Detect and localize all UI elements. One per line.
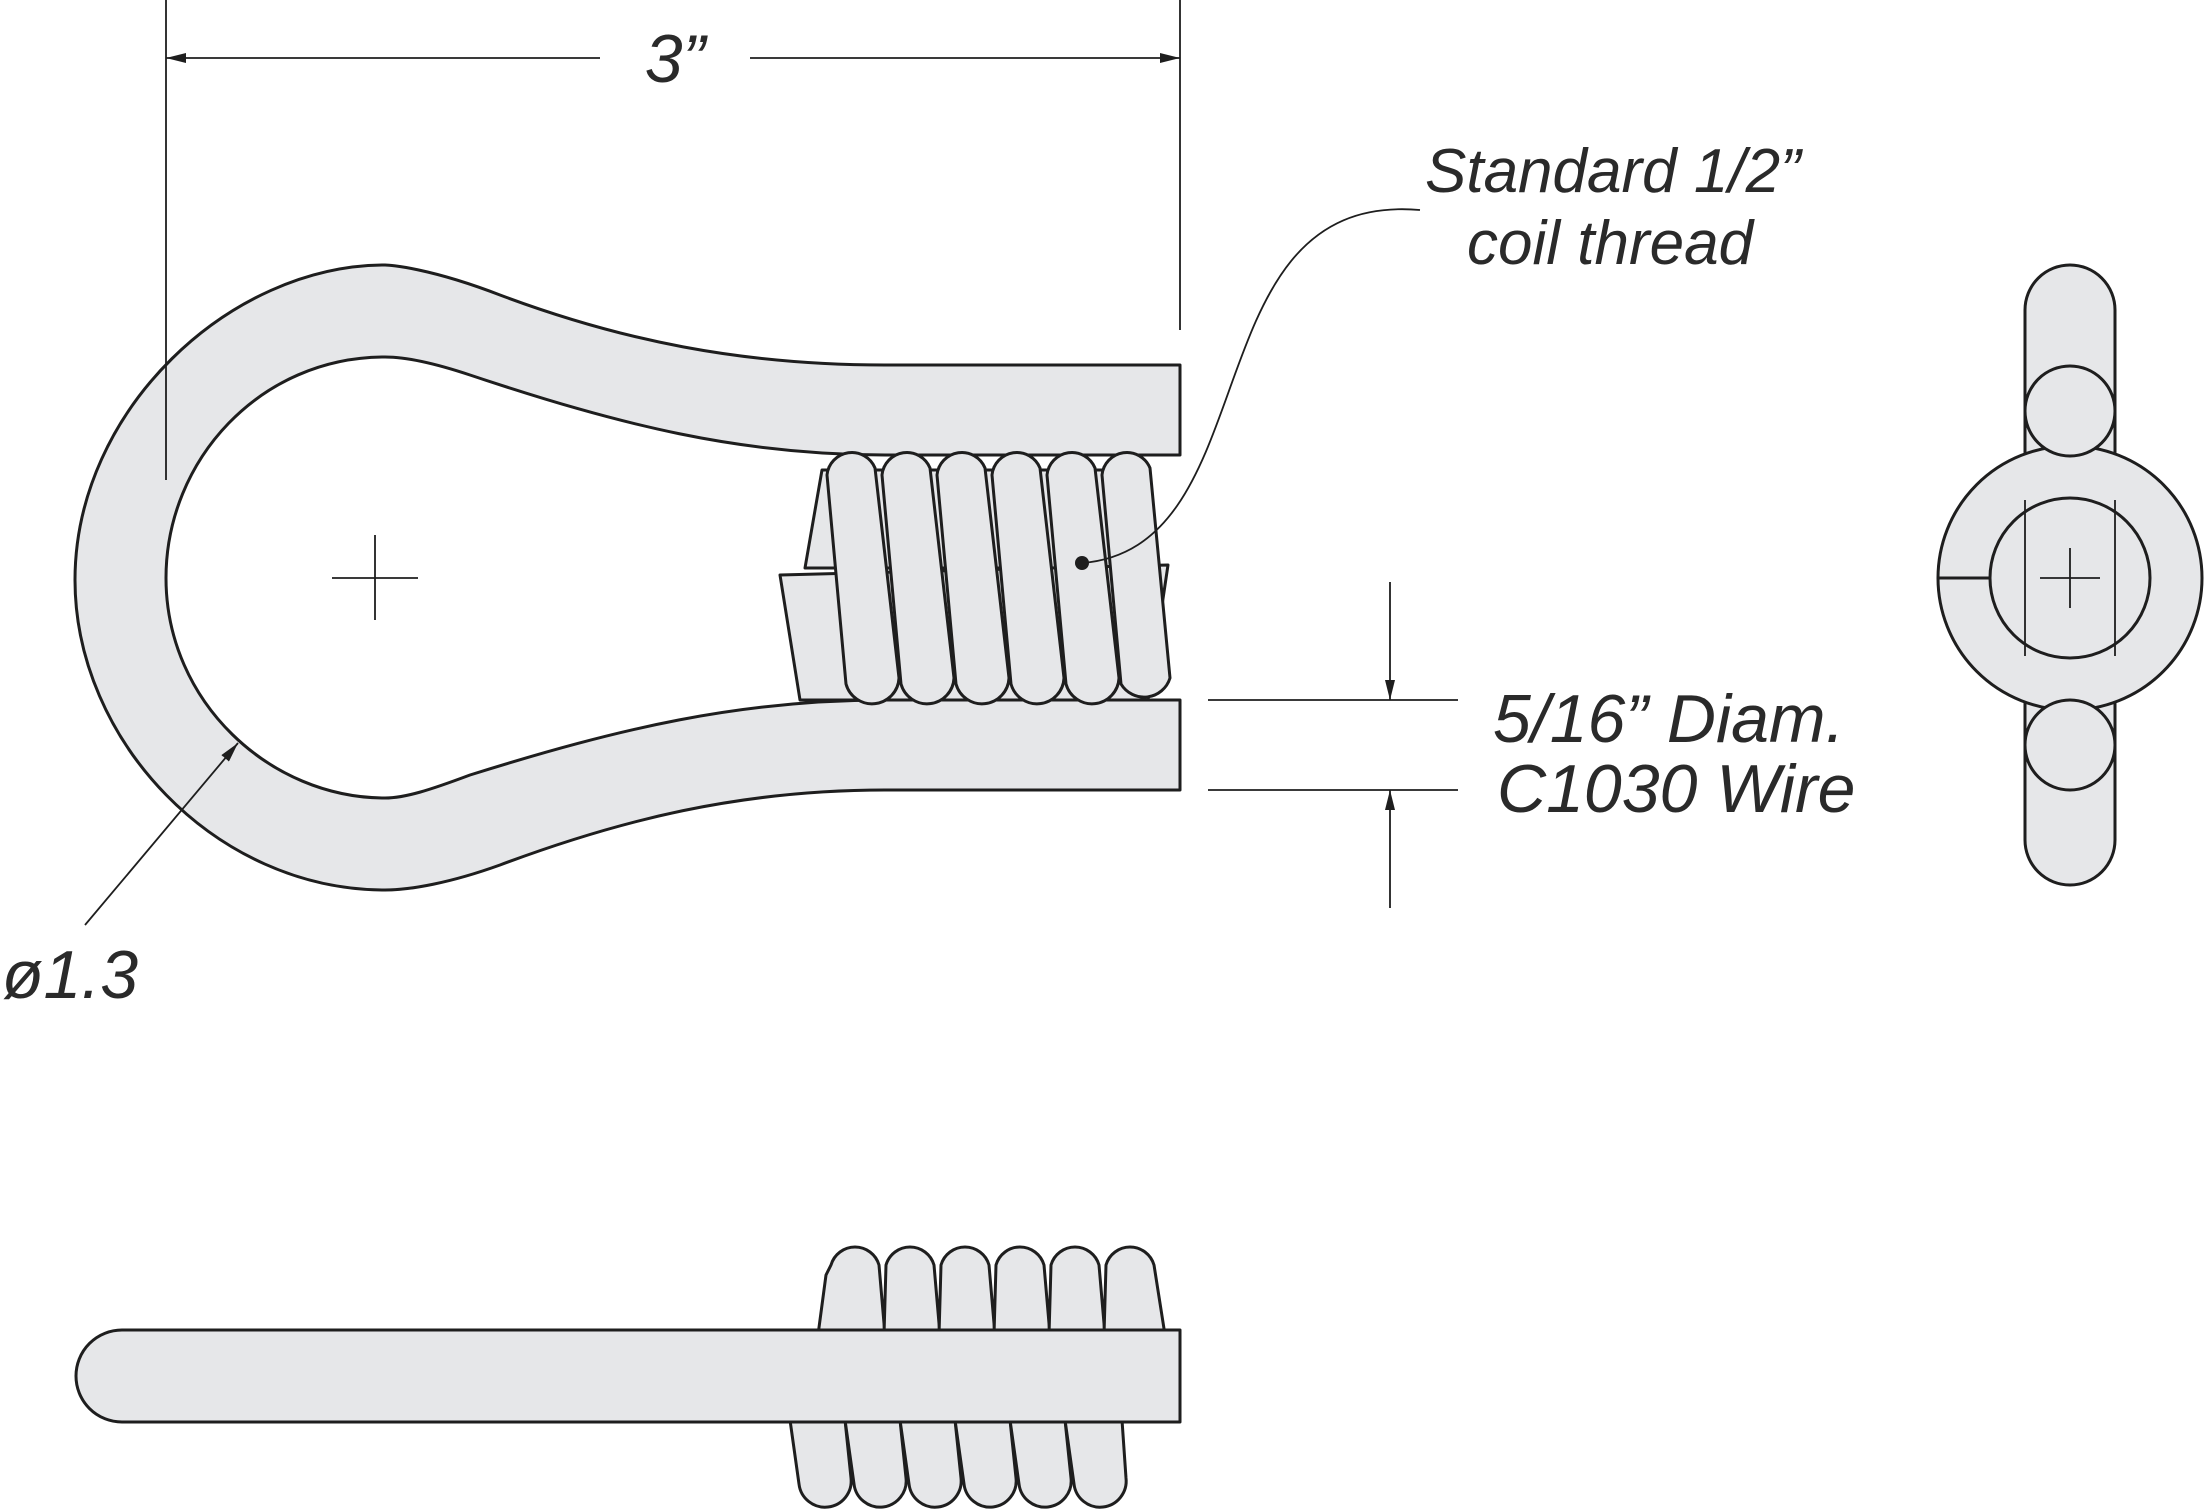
- coil-turn-6: [1100, 451, 1172, 699]
- callout-line-2: coil thread: [1467, 209, 1756, 278]
- hairpin-loop: [73, 263, 1182, 892]
- side-turn-top-3: [937, 1245, 997, 1337]
- side-turn-top-2: [882, 1245, 942, 1337]
- side-turn-top-1: [816, 1245, 887, 1337]
- eye-diameter-label: ø1.3: [2, 937, 138, 1013]
- end-view: [1936, 263, 2204, 887]
- side-turn-bottom-4: [953, 1418, 1018, 1509]
- callout-line-1: Standard 1/2”: [1425, 137, 1803, 206]
- wire-diameter-dimension: 5/16” Diam. C1030 Wire: [1208, 582, 1855, 908]
- coil-thread-front: [778, 451, 1172, 706]
- length-label: 3”: [645, 21, 709, 97]
- wire-diameter-label: 5/16” Diam.: [1493, 681, 1844, 757]
- end-view-wire-bottom: [2023, 698, 2117, 792]
- coil-thread-callout: Standard 1/2” coil thread: [1075, 137, 1803, 570]
- side-turn-bottom-6: [1063, 1418, 1128, 1509]
- side-turn-bottom-5: [1008, 1418, 1073, 1509]
- length-dimension: 3”: [165, 0, 1181, 480]
- leader-dot: [1075, 556, 1089, 570]
- leader-coil-thread: [1081, 208, 1421, 564]
- side-turn-top-4: [992, 1245, 1052, 1337]
- front-view: [73, 263, 1182, 892]
- side-turn-top-6: [1102, 1245, 1167, 1337]
- side-turn-bottom-3: [898, 1418, 963, 1509]
- side-turn-top-5: [1047, 1245, 1107, 1337]
- side-turn-bottom-2: [843, 1418, 908, 1509]
- leader-eye-diameter: [84, 742, 239, 926]
- end-view-wire-top: [2023, 364, 2117, 458]
- wire-material-label: C1030 Wire: [1497, 751, 1855, 827]
- eye-diameter-dimension: ø1.3: [2, 742, 239, 1013]
- side-turn-bottom-1: [788, 1418, 853, 1509]
- side-view-rod: [74, 1328, 1182, 1424]
- side-view: [74, 1245, 1182, 1509]
